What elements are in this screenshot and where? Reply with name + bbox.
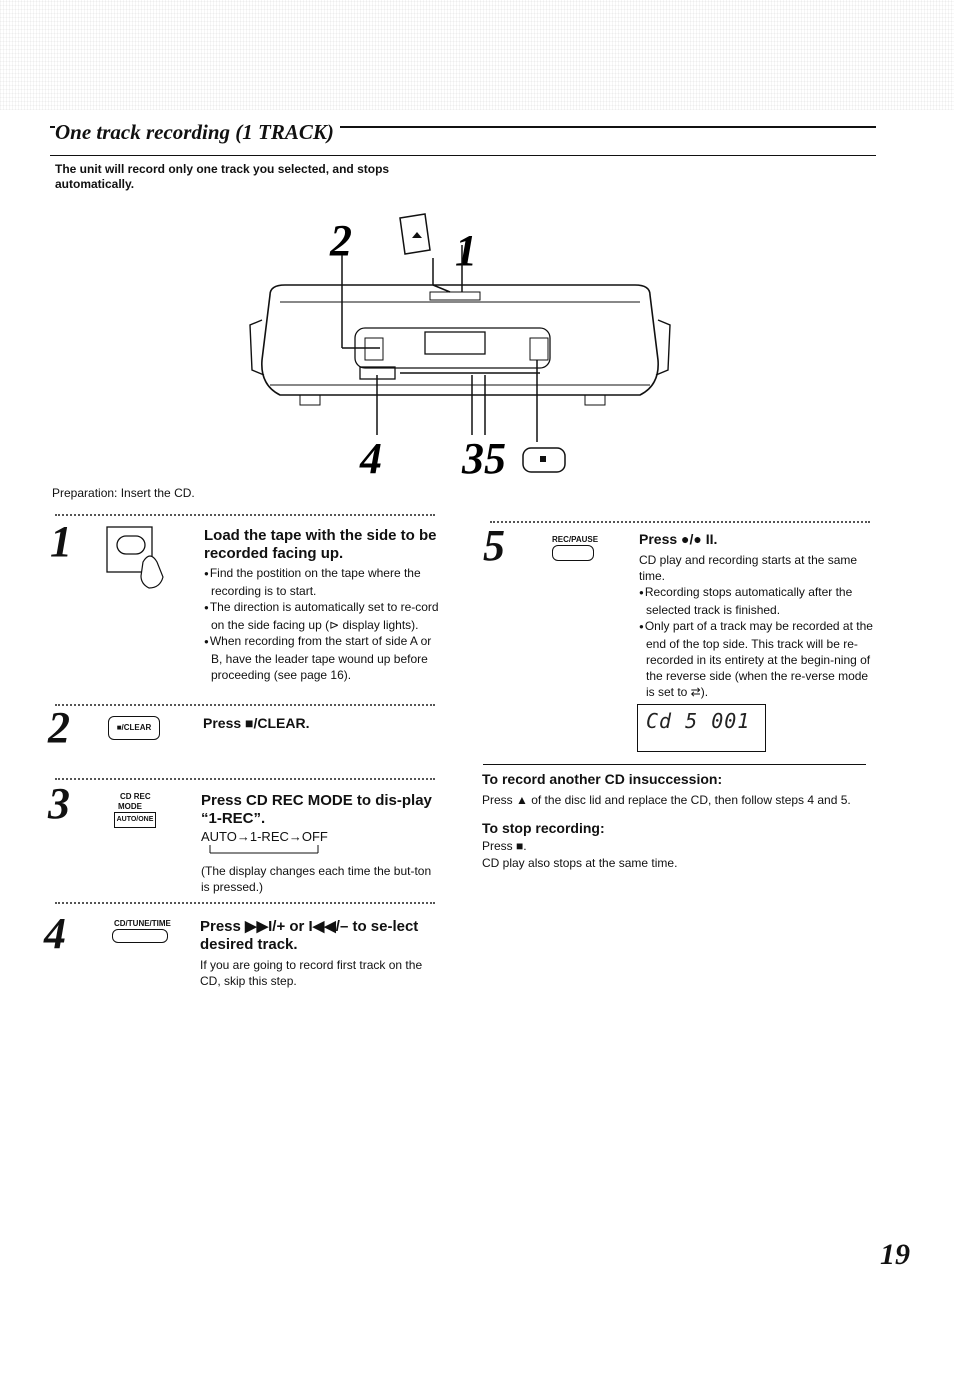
step-5-bullet-1: Recording stops automatically after the … [639,584,874,618]
step-1-bullet-3: When recording from the start of side A … [204,633,439,683]
rec-pause-button-icon [552,545,594,561]
step-4-heading: Press ▶▶I/+ or I◀◀/– to se-lect desired … [200,918,419,953]
step-5-intro: CD play and recording starts at the same… [639,553,858,583]
title-rule-top [50,126,876,128]
divider [483,764,866,765]
cd-tune-time-label: CD/TUNE/TIME [114,919,171,928]
header-texture [0,0,954,110]
divider [55,902,435,904]
auto-one-label: AUTO/ONE [116,816,154,823]
lcd-display: Cd 5 001 [637,704,766,752]
loop-arrow-icon [209,845,319,854]
rec-pause-label: REC/PAUSE [552,535,599,544]
title-rule-bottom [50,155,876,156]
page-title: One track recording (1 TRACK) [55,120,340,145]
stop-recording-line-1: Press ■. [482,839,527,853]
divider [55,514,435,516]
another-cd-text: Press ▲ of the disc lid and replace the … [482,793,851,807]
mode-label: MODE [118,802,142,811]
intro-text: The unit will record only one track you … [55,162,390,191]
cd-rec-mode-button-icon: AUTO/ONE [114,812,156,828]
another-cd-heading: To record another CD insuccession: [482,771,723,787]
tape-eject-icon [106,526,164,589]
callout-4: 4 [359,434,382,480]
callout-2: 2 [329,216,352,265]
step-5-bullets: Recording stops automatically after the … [639,584,874,700]
step-4-note: If you are going to record first track o… [200,958,423,988]
step-5-heading: Press ●/● II. [639,531,718,547]
callout-35: 35 [461,434,506,480]
page-number: 19 [880,1238,910,1271]
callout-1: 1 [455,226,477,275]
step-5-bullet-2: Only part of a track may be recorded at … [639,618,874,700]
divider [490,521,870,523]
cd-rec-label: CD REC [120,792,151,801]
step-4-number: 4 [44,909,66,958]
step-1-heading: Load the tape with the side to be record… [204,527,437,562]
step-3-heading: Press CD REC MODE to dis-play “1-REC”. [201,792,432,827]
step-3-note: (The display changes each time the but-t… [201,864,432,894]
step-1-bullet-2: The direction is automatically set to re… [204,599,439,633]
step-3-sequence: AUTO→1-REC→OFF [201,829,328,844]
divider [55,704,435,706]
lcd-display-text: Cd 5 001 [646,709,751,733]
stop-clear-label: ■/CLEAR [116,723,152,732]
preparation-text: Preparation: Insert the CD. [52,486,195,500]
step-1-number: 1 [50,517,72,566]
step-2-number: 2 [48,703,70,752]
step-2-heading: Press ■/CLEAR. [203,715,310,731]
stop-recording-line-2: CD play also stops at the same time. [482,856,678,870]
step-1-bullet-1: Find the postition on the tape where the… [204,565,439,599]
stop-recording-heading: To stop recording: [482,820,605,836]
step-5-number: 5 [483,521,505,570]
boombox-diagram: 2 1 4 35 [249,213,671,480]
step-3-number: 3 [48,779,70,828]
step-1-bullets: Find the postition on the tape where the… [204,565,439,683]
stop-clear-button-icon: ■/CLEAR [108,716,160,740]
divider [55,778,435,780]
skip-buttons-icon [112,929,168,943]
